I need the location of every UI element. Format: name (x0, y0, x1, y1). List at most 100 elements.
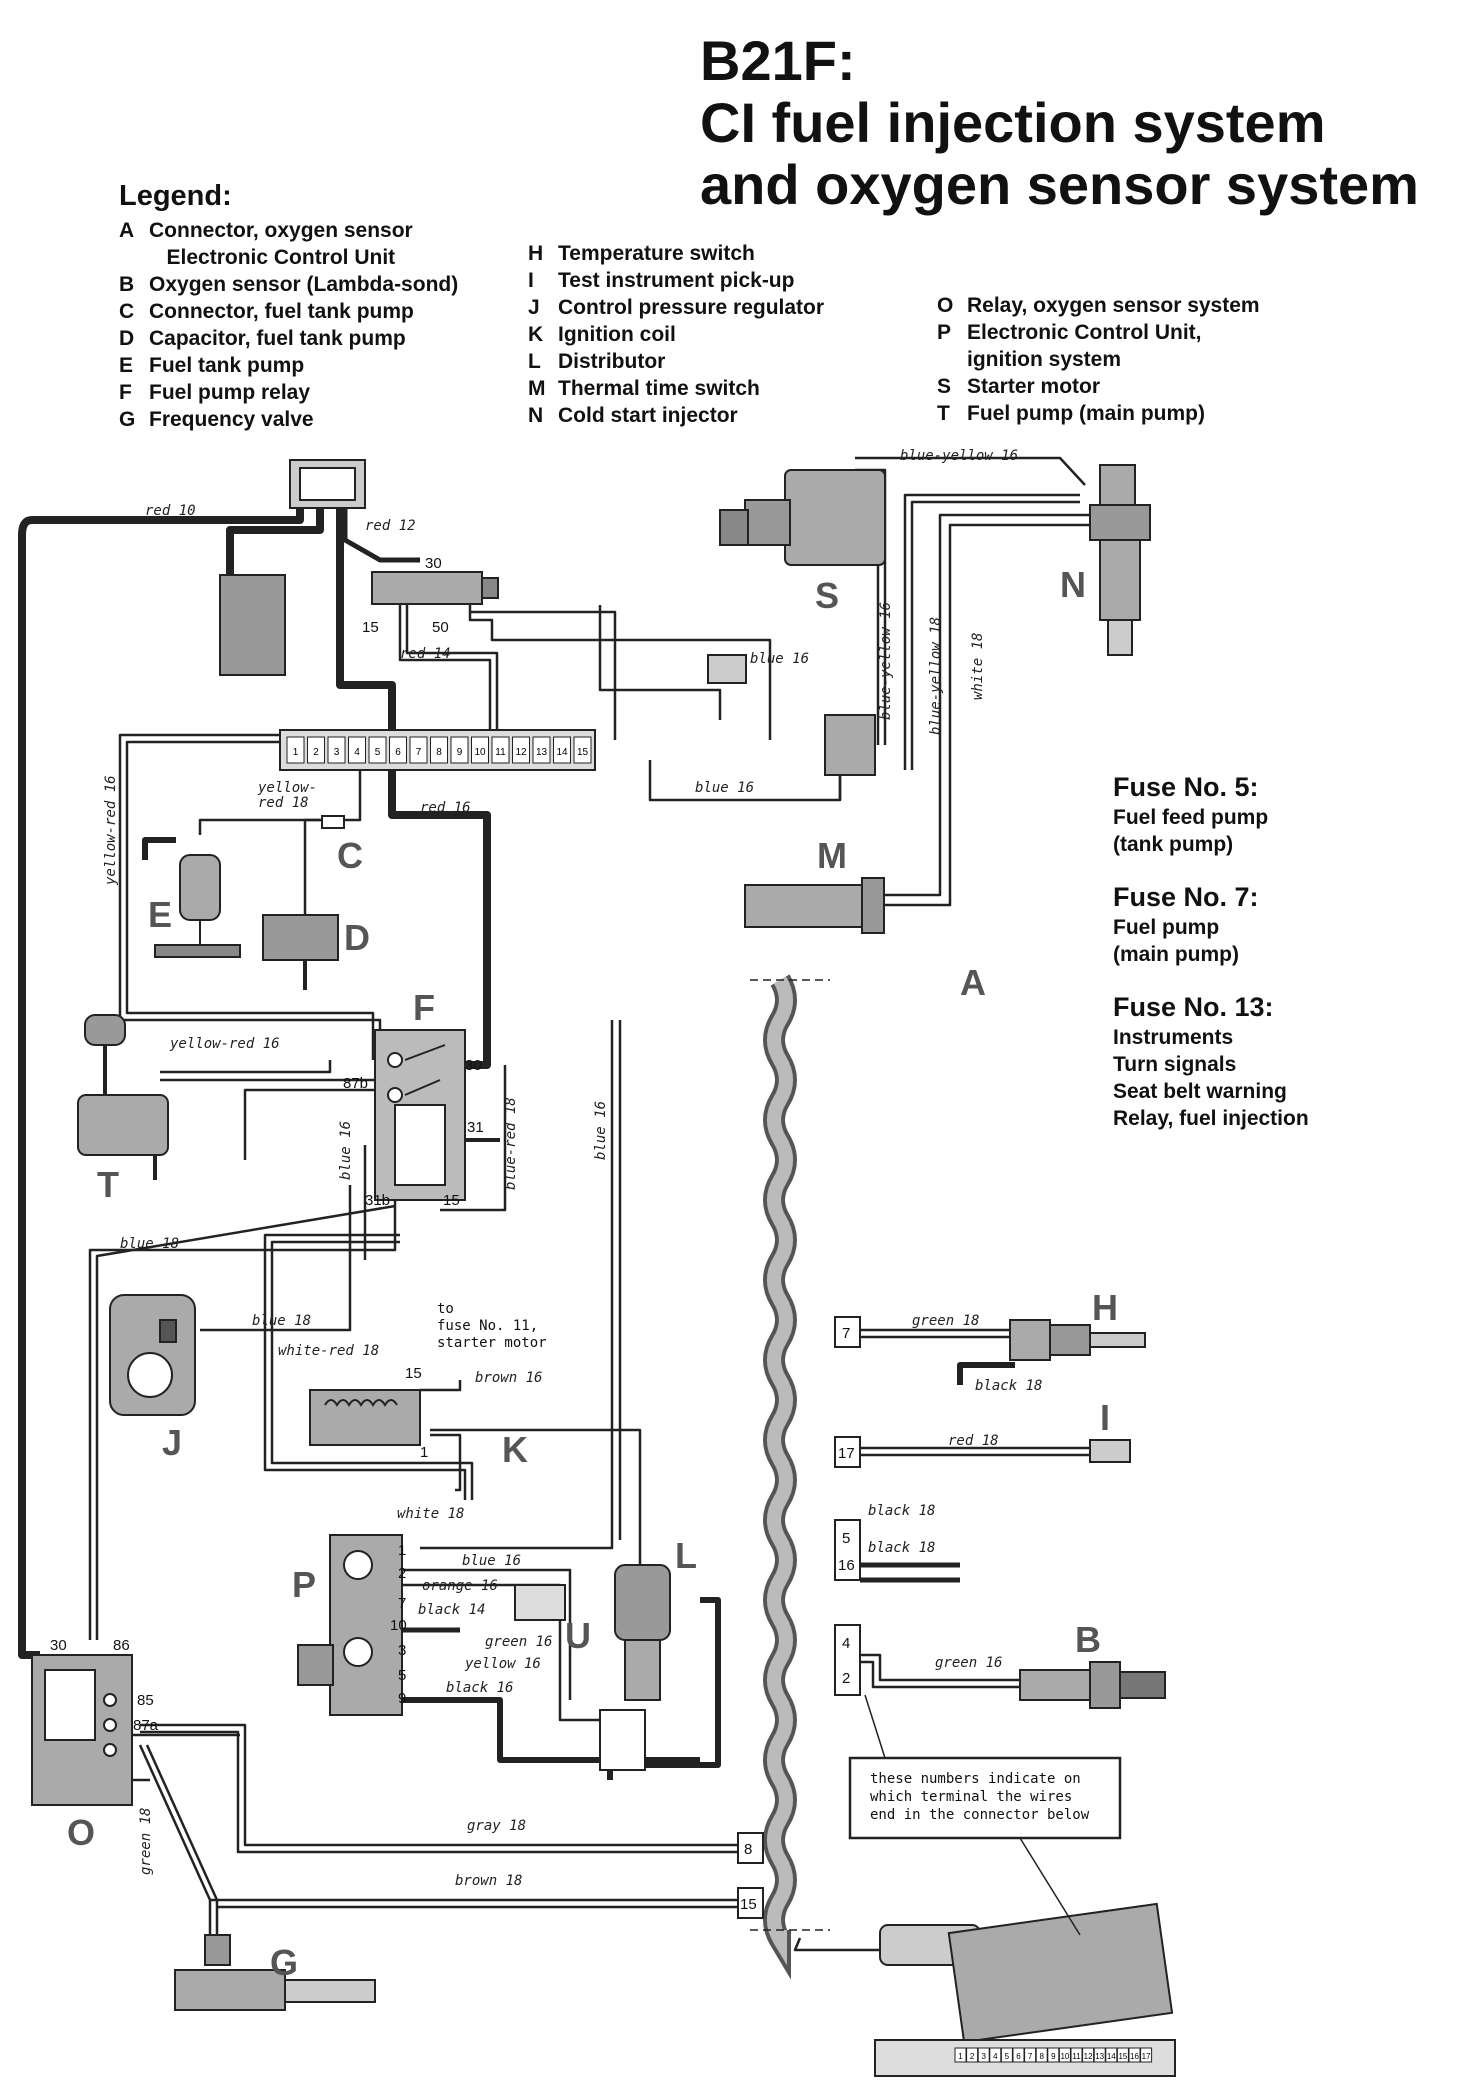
oxygen-sensor-nut (1089, 1661, 1121, 1709)
fuse-number: 9 (457, 747, 463, 758)
connector-pin (1047, 2047, 1060, 2063)
terminal-label: 5 (842, 1530, 850, 1547)
ignition-coil-winding (324, 1399, 398, 1407)
legend-text: Thermal time switch (558, 377, 760, 400)
distributor-connector (599, 1709, 646, 1771)
legend-key: S (937, 375, 952, 398)
fuel-tank-pump-body (179, 854, 221, 921)
relay-contact (387, 1087, 403, 1103)
fuse-note-heading: Fuse No. 7: (1113, 882, 1259, 912)
double-wires (88, 456, 1090, 1952)
wire-blue-yellow-top (855, 456, 1086, 486)
fuse-number: 10 (474, 747, 486, 758)
legend-key: B (119, 273, 135, 296)
component-label-m: M (817, 835, 847, 876)
harness-terminal-box (834, 1519, 861, 1581)
wire-label: brown 18 (455, 1873, 522, 1889)
wire-red-14-b (405, 605, 499, 740)
terminal-label: 86 (113, 1637, 130, 1654)
terminal-label: 1 (398, 1542, 406, 1559)
wire-label: yellow-red 16 (103, 775, 119, 886)
cold-start-injector-body (1089, 504, 1151, 541)
legend-text: Control pressure regulator (558, 296, 825, 319)
terminal-label: 50 (432, 619, 449, 636)
main-fuel-pump-top (84, 1014, 126, 1046)
fuel-pump-relay-coil (394, 1104, 446, 1186)
cold-start-injector-lower (1099, 539, 1141, 621)
legend-text: Test instrument pick-up (558, 269, 795, 292)
fuse-slot (430, 736, 448, 764)
connector-pin-number: 10 (1060, 2052, 1069, 2061)
diagram-title-line1: B21F: (700, 29, 856, 92)
fuse-slot (512, 736, 530, 764)
legend-item: S Starter motor (937, 373, 1260, 400)
diagram-title-line2: CI fuel injection system (700, 91, 1326, 154)
wire-to-battery (226, 508, 324, 575)
wire-blue-yellow-18 (903, 493, 1080, 770)
wire-label: red 12 (365, 518, 416, 534)
wire-white-red-18 (263, 1233, 467, 1500)
connector-pin (1116, 2047, 1129, 2063)
fuse-note-heading: Fuse No. 13: (1113, 992, 1274, 1022)
thermal-time-switch-body (744, 884, 866, 928)
connector-pin-number: 17 (1142, 2052, 1151, 2061)
legend-key: G (119, 408, 136, 431)
wire-label: green 18 (138, 1808, 154, 1875)
wire-label: red 10 (145, 503, 196, 519)
wire-white-18-k (430, 1433, 462, 1492)
wire-red-14 (398, 605, 492, 740)
wire-gray-18-b (140, 1730, 740, 1854)
distributor-cap (614, 1564, 671, 1641)
wire-label: orange 16 (422, 1578, 498, 1594)
wire-green-16-p (400, 1568, 572, 1700)
wire-label: blue 16 (462, 1553, 521, 1569)
fuse-number: 4 (354, 747, 360, 758)
legend-key: E (119, 354, 134, 377)
legend-key: L (528, 350, 541, 373)
fuse-slot (409, 736, 428, 764)
terminal-label: 1 (420, 1444, 428, 1461)
terminal-label: 87b (343, 1075, 368, 1092)
fuse-note-line: Fuel feed pump (1113, 806, 1269, 829)
terminal-label: 2 (398, 1565, 406, 1582)
terminal-label: 17 (838, 1445, 855, 1462)
terminal-label: 31 (467, 1119, 484, 1136)
legend-text: Ignition coil (558, 323, 676, 346)
wire-white-18-n (880, 513, 1090, 897)
starter-motor-body (784, 469, 886, 566)
wire-label: red 18 (948, 1433, 999, 1449)
connector-pin-number: 16 (1130, 2052, 1139, 2061)
fuse-note-line: (tank pump) (1113, 833, 1234, 856)
wire-label: yellow-red 18 (257, 780, 317, 811)
connector-pin (954, 2047, 967, 2063)
fuse-note-line: Fuel pump (1113, 916, 1220, 939)
ignition-switch-key (481, 577, 499, 599)
blue-16-connector (707, 654, 747, 684)
component-label-e: E (148, 894, 172, 935)
wire-green-16-b (860, 1653, 1020, 1682)
legend-key: J (528, 296, 540, 319)
terminal-label: 30 (465, 1057, 482, 1074)
component-label-g: G (270, 1942, 298, 1983)
fuse-number: 13 (536, 747, 548, 758)
wire-label: yellow 16 (464, 1656, 541, 1672)
connector-c-body (321, 815, 345, 829)
legend-key: T (937, 402, 950, 425)
connector-pin (1105, 2047, 1118, 2063)
oxygen-relay-coil (44, 1669, 96, 1741)
main-fuel-pump-body (77, 1094, 169, 1156)
legend-key: H (528, 242, 544, 265)
terminal-label: 5 (398, 1667, 406, 1684)
legend-text: Electronic Control Unit, ignition system (967, 321, 1202, 371)
component-label-n: N (1060, 564, 1086, 605)
legend-text: Starter motor (967, 375, 1101, 398)
fuse-slot (307, 736, 325, 764)
wire-fuse-right (470, 610, 617, 740)
component-label-d: D (344, 917, 370, 958)
fuse-note-line: Instruments (1113, 1026, 1234, 1049)
wire-red-10 (18, 508, 304, 1659)
fuse-number: 15 (577, 747, 589, 758)
